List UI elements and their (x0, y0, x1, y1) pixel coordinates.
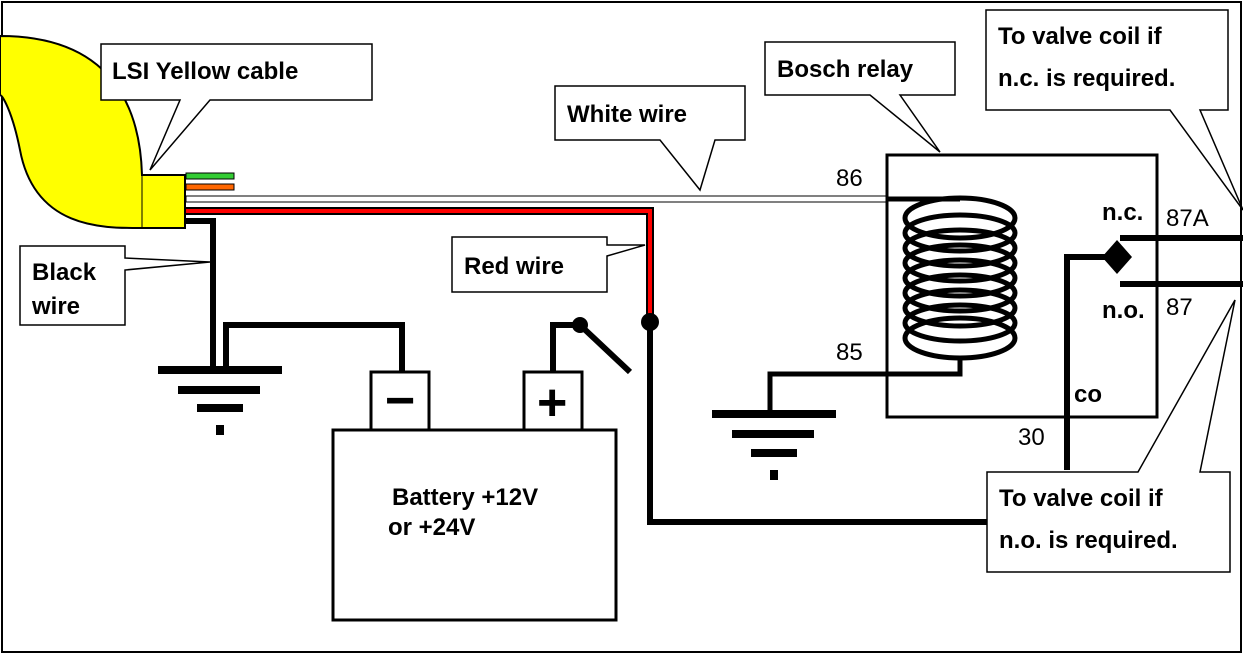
plus-sign: + (537, 374, 567, 432)
terminal-86: 86 (836, 165, 863, 192)
orange-wire-stub (185, 183, 235, 191)
green-wire-stub (185, 172, 235, 180)
terminal-30: 30 (1018, 424, 1045, 451)
valve-nc-line2: n.c. is required. (998, 65, 1175, 92)
contact-nc: n.c. (1102, 199, 1143, 226)
battery-plus-terminal (522, 370, 584, 432)
terminal-85: 85 (836, 339, 863, 366)
battery (331, 370, 618, 622)
valve-no-line1: To valve coil if (999, 485, 1164, 512)
valve-nc-line1: To valve coil if (998, 23, 1163, 50)
contact-no: n.o. (1102, 297, 1145, 324)
terminal-87: 87 (1166, 294, 1193, 321)
contact-co: co (1074, 381, 1102, 408)
minus-sign: − (385, 372, 415, 430)
callout-valve-no: To valve coil if n.o. is required. (986, 299, 1236, 573)
callout-red-wire: Red wire (451, 236, 646, 293)
black-wire-line2: wire (31, 293, 80, 320)
black-wire-line1: Black (32, 259, 97, 286)
terminal-87a: 87A (1166, 205, 1209, 232)
relay-box (885, 153, 1159, 419)
lsi-cable-label: LSI Yellow cable (112, 58, 298, 85)
callout-black-wire: Black wire (19, 245, 211, 326)
white-wire-label: White wire (567, 101, 687, 128)
white-wire (185, 195, 887, 203)
battery-label-line1: Battery +12V (392, 484, 538, 511)
battery-switch (550, 317, 633, 375)
battery-label-line2: or +24V (388, 514, 475, 541)
valve-no-line2: n.o. is required. (999, 527, 1178, 554)
ground-symbol-right (712, 410, 836, 480)
callout-valve-nc: To valve coil if n.c. is required. (985, 9, 1243, 211)
callout-bosch: Bosch relay (764, 41, 956, 153)
relay-contacts (1064, 235, 1243, 470)
red-wire (186, 207, 654, 320)
battery-minus-terminal (369, 370, 431, 432)
ground-symbol-left (158, 366, 282, 435)
red-wire-label: Red wire (464, 253, 564, 280)
bosch-relay-label: Bosch relay (777, 56, 914, 83)
relay-coil (767, 195, 1018, 410)
callout-lsi-cable: LSI Yellow cable (100, 43, 373, 171)
callout-white-wire: White wire (554, 85, 746, 192)
ground-to-battery-wire (223, 322, 405, 372)
supply-wire (641, 313, 990, 525)
black-wire (186, 218, 216, 368)
